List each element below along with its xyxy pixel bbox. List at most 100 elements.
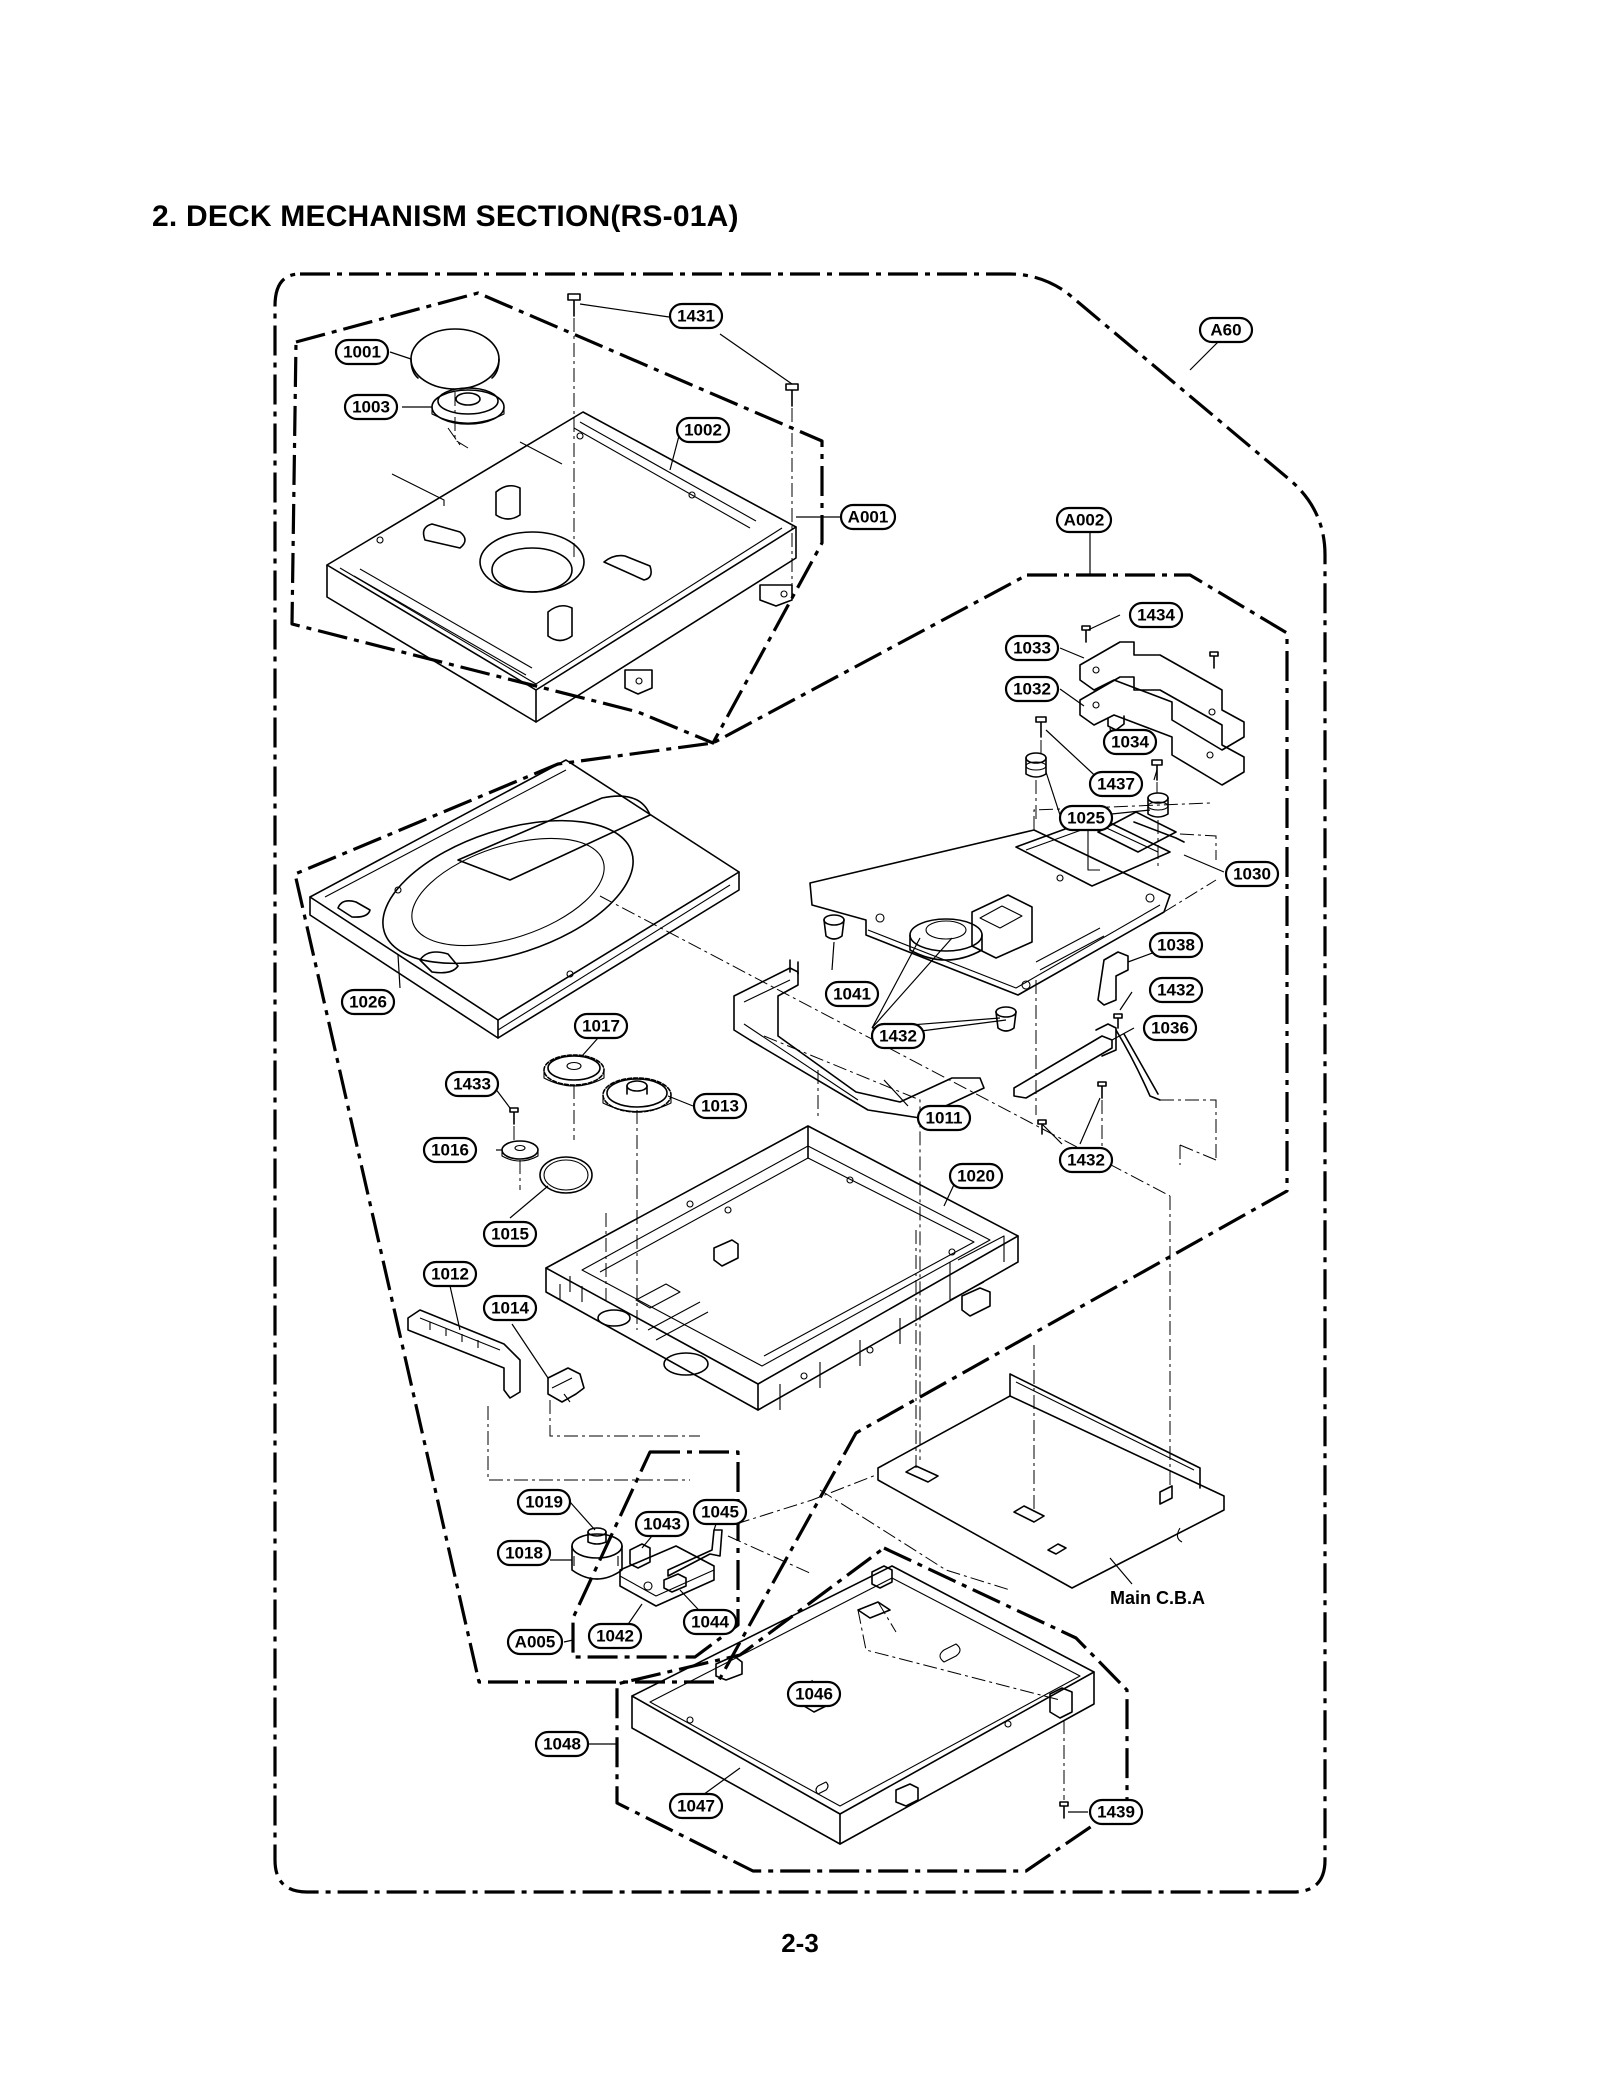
callout-1020: 1020 [948, 1162, 1004, 1190]
svg-text:1012: 1012 [431, 1265, 469, 1284]
svg-text:1431: 1431 [677, 307, 715, 326]
gear-1013 [602, 1077, 672, 1113]
callout-a005: A005 [506, 1628, 564, 1656]
callout-1034: 1034 [1102, 728, 1158, 756]
assembly-boundary-a60 [273, 272, 1327, 1894]
svg-text:1044: 1044 [691, 1613, 729, 1632]
callout-1025: 1025 [1058, 804, 1114, 832]
callout-1033: 1033 [1004, 634, 1060, 662]
grommet-1041-b [995, 1006, 1017, 1032]
callout-1047: 1047 [668, 1792, 724, 1820]
callout-1045: 1045 [692, 1498, 748, 1526]
screw-1432-low-b [1037, 1119, 1047, 1135]
svg-text:1018: 1018 [505, 1544, 543, 1563]
svg-text:1036: 1036 [1151, 1019, 1189, 1038]
bracket-plate-1032 [1079, 676, 1245, 786]
svg-text:1030: 1030 [1233, 865, 1271, 884]
flex-cable-1030 [1097, 811, 1185, 853]
clamper-1001 [410, 328, 500, 390]
svg-text:1033: 1033 [1013, 639, 1051, 658]
bracket-1038 [1097, 951, 1129, 1006]
callout-1038: 1038 [1148, 931, 1204, 959]
screw-1437-left [1035, 716, 1047, 738]
callout-a60: A60 [1198, 316, 1254, 344]
flex-cable-1045 [667, 1529, 723, 1577]
callout-1032: 1032 [1004, 675, 1060, 703]
callout-1019: 1019 [516, 1488, 572, 1516]
callout-1041: 1041 [824, 980, 880, 1008]
callout-1012: 1012 [422, 1260, 478, 1288]
callout-1044: 1044 [682, 1608, 738, 1636]
main-cba-label: Main C.B.A [1110, 1588, 1205, 1608]
svg-text:1047: 1047 [677, 1797, 715, 1816]
svg-text:1048: 1048 [543, 1735, 581, 1754]
motor-1018 [571, 1533, 623, 1580]
callout-1432-lower: 1432 [1058, 1146, 1114, 1174]
svg-text:A001: A001 [848, 508, 889, 527]
pulley-1019 [587, 1527, 607, 1545]
disc-tray-1026 [309, 759, 740, 1039]
svg-text:1432: 1432 [1067, 1151, 1105, 1170]
svg-text:1003: 1003 [352, 398, 390, 417]
callout-a001: A001 [839, 503, 897, 531]
callout-1431: 1431 [668, 302, 724, 330]
svg-text:1017: 1017 [582, 1017, 620, 1036]
svg-text:A002: A002 [1064, 511, 1105, 530]
bracket-plate-1033 [1079, 641, 1245, 751]
callout-1437: 1437 [1088, 770, 1144, 798]
callout-1048: 1048 [534, 1730, 590, 1758]
callout-1433: 1433 [444, 1070, 500, 1098]
callout-1432-middle: 1432 [870, 1022, 926, 1050]
screw-1432-low-a [1097, 1081, 1107, 1099]
callout-1014: 1014 [482, 1294, 538, 1322]
bottom-plate-1047 [631, 1565, 1095, 1845]
magnet-1003 [431, 387, 505, 425]
main-circuit-board [877, 1373, 1225, 1589]
pulley-1016 [501, 1140, 539, 1162]
svg-text:1019: 1019 [525, 1493, 563, 1512]
svg-text:1016: 1016 [431, 1141, 469, 1160]
sled-frame-1011 [733, 959, 985, 1119]
callout-1042: 1042 [587, 1622, 643, 1650]
svg-text:1433: 1433 [453, 1075, 491, 1094]
svg-text:1432: 1432 [879, 1027, 917, 1046]
svg-text:1042: 1042 [596, 1627, 634, 1646]
svg-text:1041: 1041 [833, 985, 871, 1004]
page-number: 2-3 [781, 1928, 819, 1958]
svg-text:A005: A005 [515, 1633, 556, 1652]
connector-1044 [663, 1573, 687, 1593]
svg-text:1432: 1432 [1157, 981, 1195, 1000]
assembly-boundary-a002 [293, 573, 1289, 1684]
svg-text:1014: 1014 [491, 1299, 529, 1318]
assembly-boundary-a005 [571, 1450, 740, 1659]
callout-1432-upper: 1432 [1148, 976, 1204, 1004]
callout-1015: 1015 [482, 1220, 538, 1248]
callout-1013: 1013 [692, 1092, 748, 1120]
svg-text:1013: 1013 [701, 1097, 739, 1116]
callout-1434: 1434 [1128, 601, 1184, 629]
svg-text:1045: 1045 [701, 1503, 739, 1522]
screw-1437-right [1151, 759, 1163, 781]
assembly-boundary-1048 [615, 1546, 1129, 1873]
callout-1016: 1016 [422, 1136, 478, 1164]
callout-1043: 1043 [634, 1510, 690, 1538]
page-title: 2. DECK MECHANISM SECTION(RS-01A) [152, 200, 739, 233]
callout-1030: 1030 [1224, 860, 1280, 888]
callout-1003: 1003 [343, 393, 399, 421]
gear-1017 [543, 1054, 605, 1087]
svg-text:1434: 1434 [1137, 606, 1175, 625]
svg-text:1002: 1002 [684, 421, 722, 440]
callout-1036: 1036 [1142, 1014, 1198, 1042]
belt-1015 [539, 1156, 593, 1194]
callout-1002: 1002 [675, 416, 731, 444]
svg-text:A60: A60 [1210, 321, 1241, 340]
svg-text:1032: 1032 [1013, 680, 1051, 699]
svg-text:1015: 1015 [491, 1225, 529, 1244]
screw-1431-right [785, 383, 799, 407]
svg-text:1046: 1046 [795, 1685, 833, 1704]
callout-1011: 1011 [916, 1104, 972, 1132]
svg-text:1439: 1439 [1097, 1803, 1135, 1822]
arm-1036 [1013, 1023, 1161, 1101]
screw-1432-mid [1113, 1013, 1123, 1029]
